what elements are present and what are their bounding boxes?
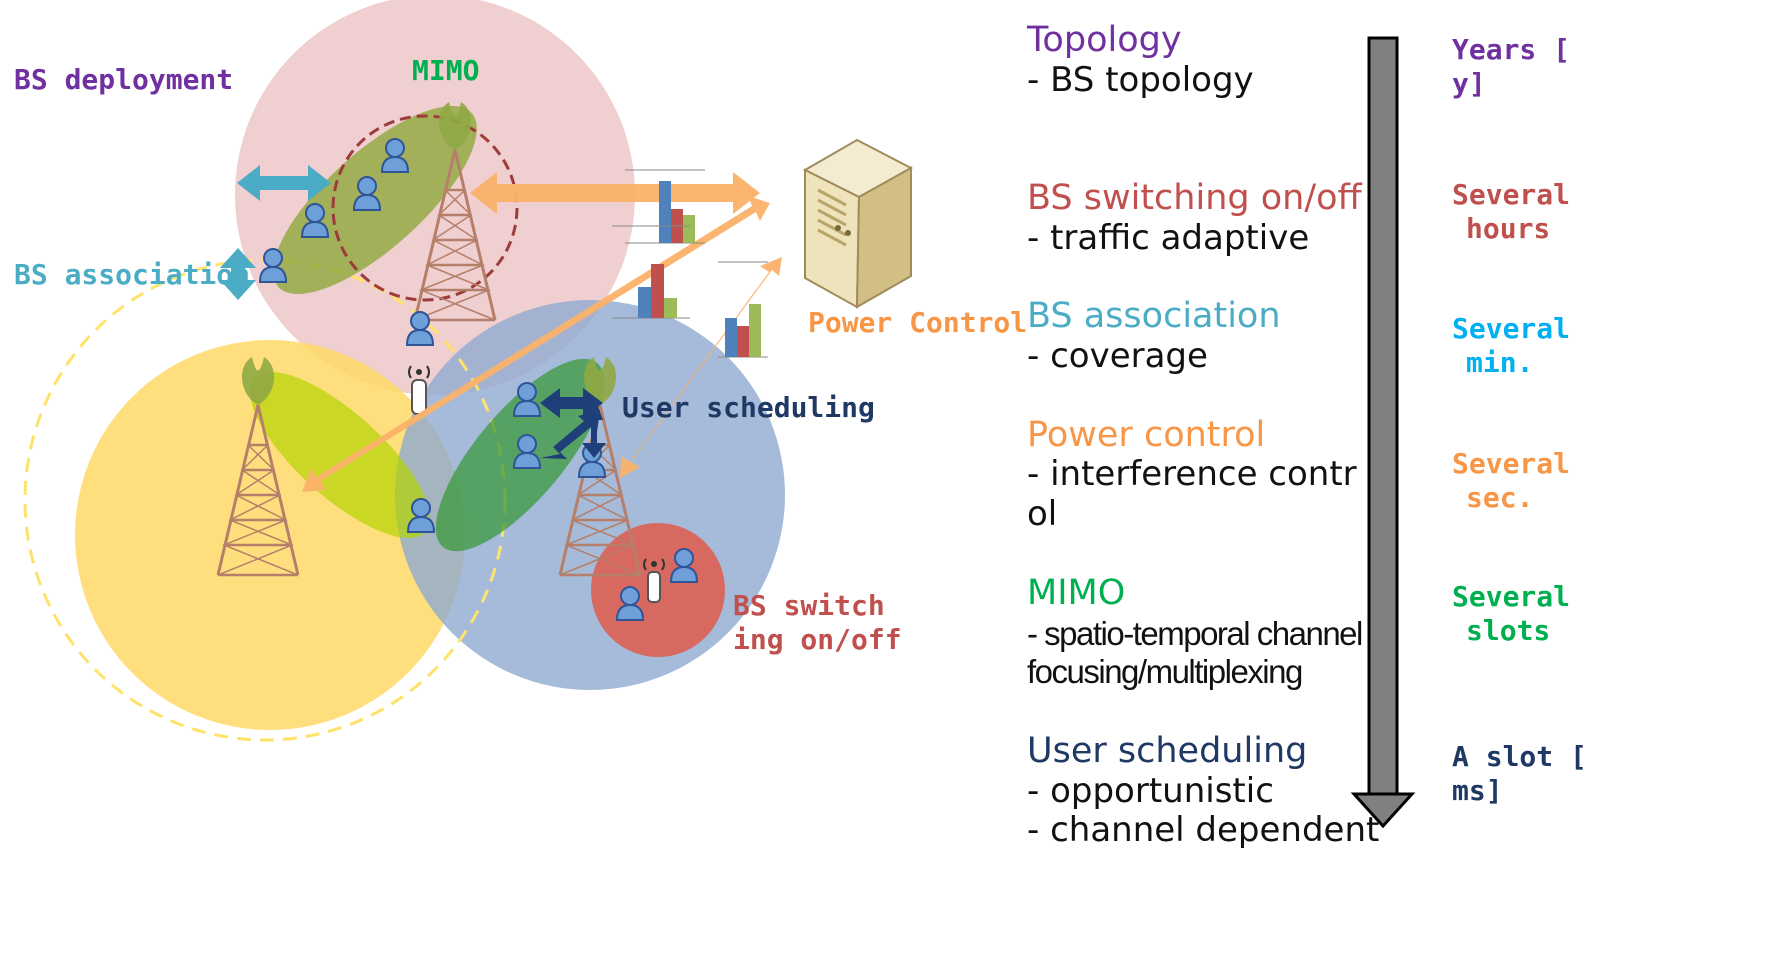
category-desc: - traffic adaptive <box>1027 218 1310 258</box>
category-title: BS switching on/off <box>1027 178 1362 218</box>
category-desc: focusing/multiplexing <box>1027 653 1303 690</box>
category-desc: - opportunistic <box>1027 771 1274 811</box>
mimo-label: MIMO <box>412 54 480 87</box>
bar-chart-icon <box>612 225 690 319</box>
category-desc: - BS topology <box>1027 60 1254 100</box>
bs-switching-label-line2: ing on/off <box>733 623 902 656</box>
time-scale-label: Several <box>1452 580 1571 613</box>
small-cell-antenna-icon <box>643 558 665 603</box>
category-desc: ol <box>1027 494 1058 534</box>
time-scale-label: Years [ <box>1452 33 1571 66</box>
category-desc: - coverage <box>1027 336 1208 376</box>
bs-association-arrow <box>220 248 256 300</box>
time-scale-label: hours <box>1466 212 1551 245</box>
user-scheduling-arrows <box>540 388 606 459</box>
time-scale-label: slots <box>1466 614 1551 647</box>
category-title: BS association <box>1027 296 1281 336</box>
time-scale-label: y] <box>1452 67 1486 100</box>
category-desc: - spatio-temporal channel <box>1027 615 1363 652</box>
time-scale-label: ms] <box>1452 774 1503 807</box>
bs-deployment-arrow <box>237 165 331 201</box>
time-scale-label: Several <box>1452 178 1571 211</box>
time-scale-label: min. <box>1466 346 1534 379</box>
category-title: MIMO <box>1027 573 1126 613</box>
mimo-ring <box>331 114 519 302</box>
yellow-beam <box>250 371 430 539</box>
category-title: Power control <box>1027 415 1266 455</box>
bar-chart-icon <box>625 169 705 244</box>
time-scale-label: Several <box>1452 312 1571 345</box>
category-desc: - interference contr <box>1027 454 1357 494</box>
bs-association-label: BS association <box>14 258 251 291</box>
bar-chart-icon <box>718 261 768 358</box>
category-desc: - channel dependent <box>1027 810 1380 850</box>
bs-deployment-label: BS deployment <box>14 63 234 96</box>
category-title: Topology <box>1027 20 1182 60</box>
category-title: User scheduling <box>1027 731 1308 771</box>
time-scale-label: Several <box>1452 447 1571 480</box>
time-scale-label: A slot [ <box>1452 740 1587 773</box>
bs-switching-label-line1: BS switch <box>733 589 885 622</box>
power-control-label: Power Control <box>808 306 1028 339</box>
timeline-arrow <box>1350 36 1416 829</box>
small-cell-antenna-icon <box>408 365 430 415</box>
user-scheduling-label: User scheduling <box>622 391 875 424</box>
time-scale-label: sec. <box>1466 481 1534 514</box>
server-icon <box>802 138 914 309</box>
